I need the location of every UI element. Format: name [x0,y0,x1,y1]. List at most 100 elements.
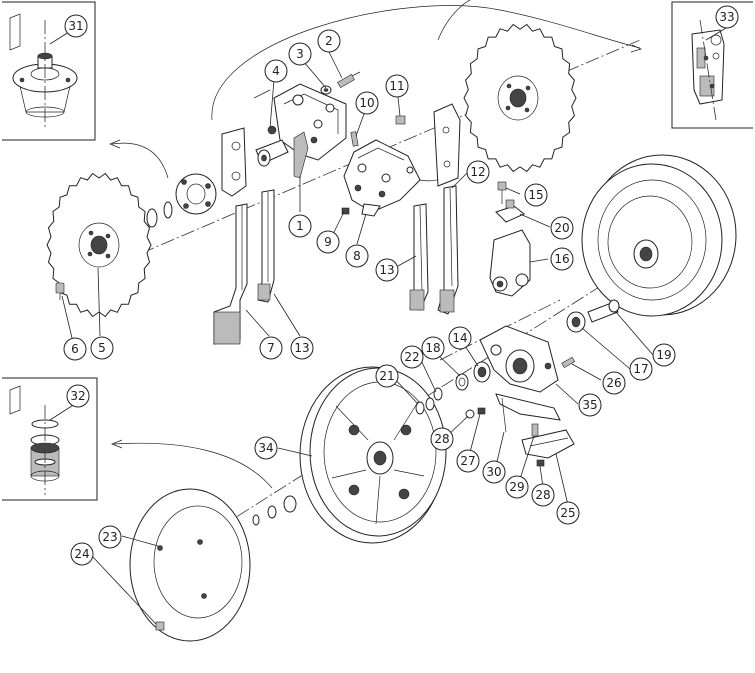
callout-24: 24 [70,542,94,566]
svg-text:4: 4 [272,64,280,78]
callout-12: 12 [466,160,490,184]
cover-disc-23 [129,488,251,642]
svg-text:14: 14 [452,331,467,345]
side-plate [433,103,461,187]
bolt-26 [561,356,576,369]
shank-7 [213,203,248,345]
main-bracket-upper [253,83,347,179]
callout-28-left: 28 [430,427,454,451]
arrow-left-upper [109,139,169,179]
serrated-disc-left [46,172,152,318]
inset-box-33 [671,1,753,129]
callout-18: 18 [421,336,445,360]
callout-28-right: 28 [531,483,555,507]
svg-text:31: 31 [68,19,83,33]
arrow-top-curve [211,0,643,121]
callout-8: 8 [345,244,369,268]
svg-text:7: 7 [267,341,275,355]
nut-9 [341,207,350,215]
svg-text:12: 12 [470,165,485,179]
callout-2: 2 [317,29,341,53]
svg-text:35: 35 [582,398,597,412]
bolt-2 [337,71,361,89]
svg-text:32: 32 [70,389,85,403]
svg-text:33: 33 [719,10,734,24]
washer-3 [320,85,332,95]
callout-30: 30 [482,460,506,484]
svg-text:19: 19 [656,348,671,362]
serrated-disc-right [463,23,577,173]
callout-14: 14 [448,326,472,350]
bolt-6 [55,282,65,300]
callout-5: 5 [90,336,114,360]
svg-text:29: 29 [509,480,524,494]
svg-text:6: 6 [71,342,79,356]
svg-text:8: 8 [353,249,361,263]
scraper-bracket-30 [495,393,561,433]
washer-21 [415,397,435,415]
callout-34: 34 [254,436,278,460]
svg-text:34: 34 [258,441,273,455]
svg-text:16: 16 [554,252,569,266]
washer-17 [566,311,586,333]
gauge-wheel-right [581,154,737,317]
svg-text:3: 3 [296,47,304,61]
spindle-bracket-35 [479,325,559,393]
svg-text:1: 1 [296,219,304,233]
svg-text:15: 15 [528,188,543,202]
block-20 [495,199,525,223]
nut-28-right [536,459,545,467]
callout-25: 25 [556,501,580,525]
callout-17: 17 [629,357,653,381]
callout-22: 22 [400,345,424,369]
callout-26: 26 [602,371,626,395]
callout-13-right: 13 [375,258,399,282]
arm-16 [489,229,531,297]
callout-16: 16 [550,247,574,271]
inset-box-32 [2,377,98,501]
svg-text:13: 13 [294,341,309,355]
inset-box-31 [2,1,96,141]
callout-3: 3 [288,42,312,66]
svg-text:24: 24 [74,547,89,561]
svg-text:27: 27 [460,454,475,468]
svg-text:28: 28 [434,432,449,446]
bolt-29 [531,423,539,437]
callout-7: 7 [259,336,283,360]
callout-4: 4 [264,59,288,83]
svg-text:13: 13 [379,263,394,277]
axle-bushing [587,299,620,323]
callout-6: 6 [63,337,87,361]
bolt-24 [155,621,165,631]
left-hub-assembly [146,127,247,228]
bolt-15 [497,181,507,204]
svg-text:30: 30 [486,465,501,479]
nut-11 [395,115,406,125]
callout-23: 23 [98,525,122,549]
callout-35: 35 [578,393,602,417]
svg-text:11: 11 [389,79,404,93]
callout-31: 31 [64,14,88,38]
svg-text:20: 20 [554,221,569,235]
svg-text:25: 25 [560,506,575,520]
nut-27 [477,407,486,415]
svg-text:9: 9 [324,235,332,249]
shank-12 [437,185,459,315]
callout-27: 27 [456,449,480,473]
svg-text:18: 18 [425,341,440,355]
svg-text:5: 5 [98,341,106,355]
svg-text:28: 28 [535,488,550,502]
shank-13-left [257,189,275,303]
svg-text:17: 17 [633,362,648,376]
callout-20: 20 [550,216,574,240]
callout-1: 1 [288,214,312,238]
callout-29: 29 [505,475,529,499]
svg-text:10: 10 [359,96,374,110]
hub-hardware-lower [252,495,297,526]
svg-text:26: 26 [606,376,621,390]
washer-18 [455,373,469,391]
callout-10: 10 [355,91,379,115]
svg-text:23: 23 [102,530,117,544]
washer-22 [433,387,443,401]
